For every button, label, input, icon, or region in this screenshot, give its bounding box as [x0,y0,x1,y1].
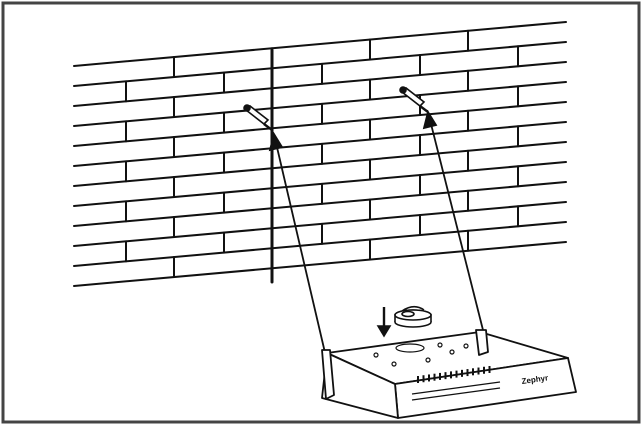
brick-course-line [73,81,567,127]
brick-course-line [73,221,567,267]
brick-course-line [73,21,567,67]
hood-vent-grille [417,365,491,383]
brick-course-line [73,101,567,147]
hood-top-details [373,342,469,367]
range-hood-icon [321,329,577,419]
hood-brand-label: Zephyr [521,373,549,386]
right-guide-arrow [422,109,485,335]
brick-course-line [73,161,567,207]
blower-motor-icon [376,305,432,338]
brick-wall-icon [73,21,567,287]
left-wall-screw [243,104,273,131]
brick-course-line [73,181,567,227]
right-wall-screw [399,86,429,113]
brick-course-line [73,141,567,187]
brick-course-line [73,41,567,87]
wall-screw-icon [243,86,429,131]
hood-side-panel [321,352,399,419]
brick-course-line [73,121,567,167]
left-guide-arrow [268,131,327,358]
hood-right-bracket [475,329,489,356]
brick-course-line [73,61,567,107]
brick-course-line [73,201,567,247]
hood-control-panel [411,381,501,401]
hood-left-bracket [321,349,335,400]
guide-arrow-icon [268,109,485,358]
brick-course-line [73,241,567,287]
